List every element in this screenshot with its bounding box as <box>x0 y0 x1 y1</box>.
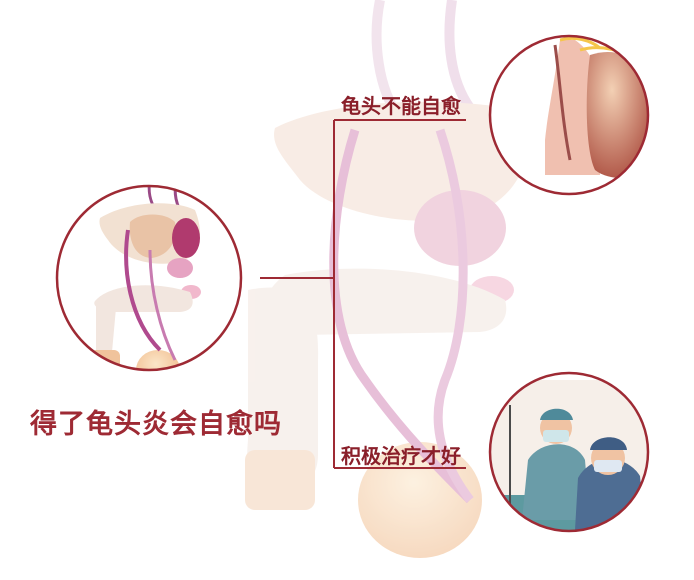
inset-anatomy <box>55 184 243 372</box>
branch-label-cannot-self-heal: 龟头不能自愈 <box>341 94 461 118</box>
background-anatomy <box>245 0 528 558</box>
branch-label-active-treatment: 积极治疗才好 <box>341 444 461 468</box>
inset-glans-closeup <box>488 34 650 196</box>
bracket-connector <box>260 119 466 469</box>
inset-surgeons <box>488 371 650 533</box>
main-title: 得了龟头炎会自愈吗 <box>30 409 282 440</box>
